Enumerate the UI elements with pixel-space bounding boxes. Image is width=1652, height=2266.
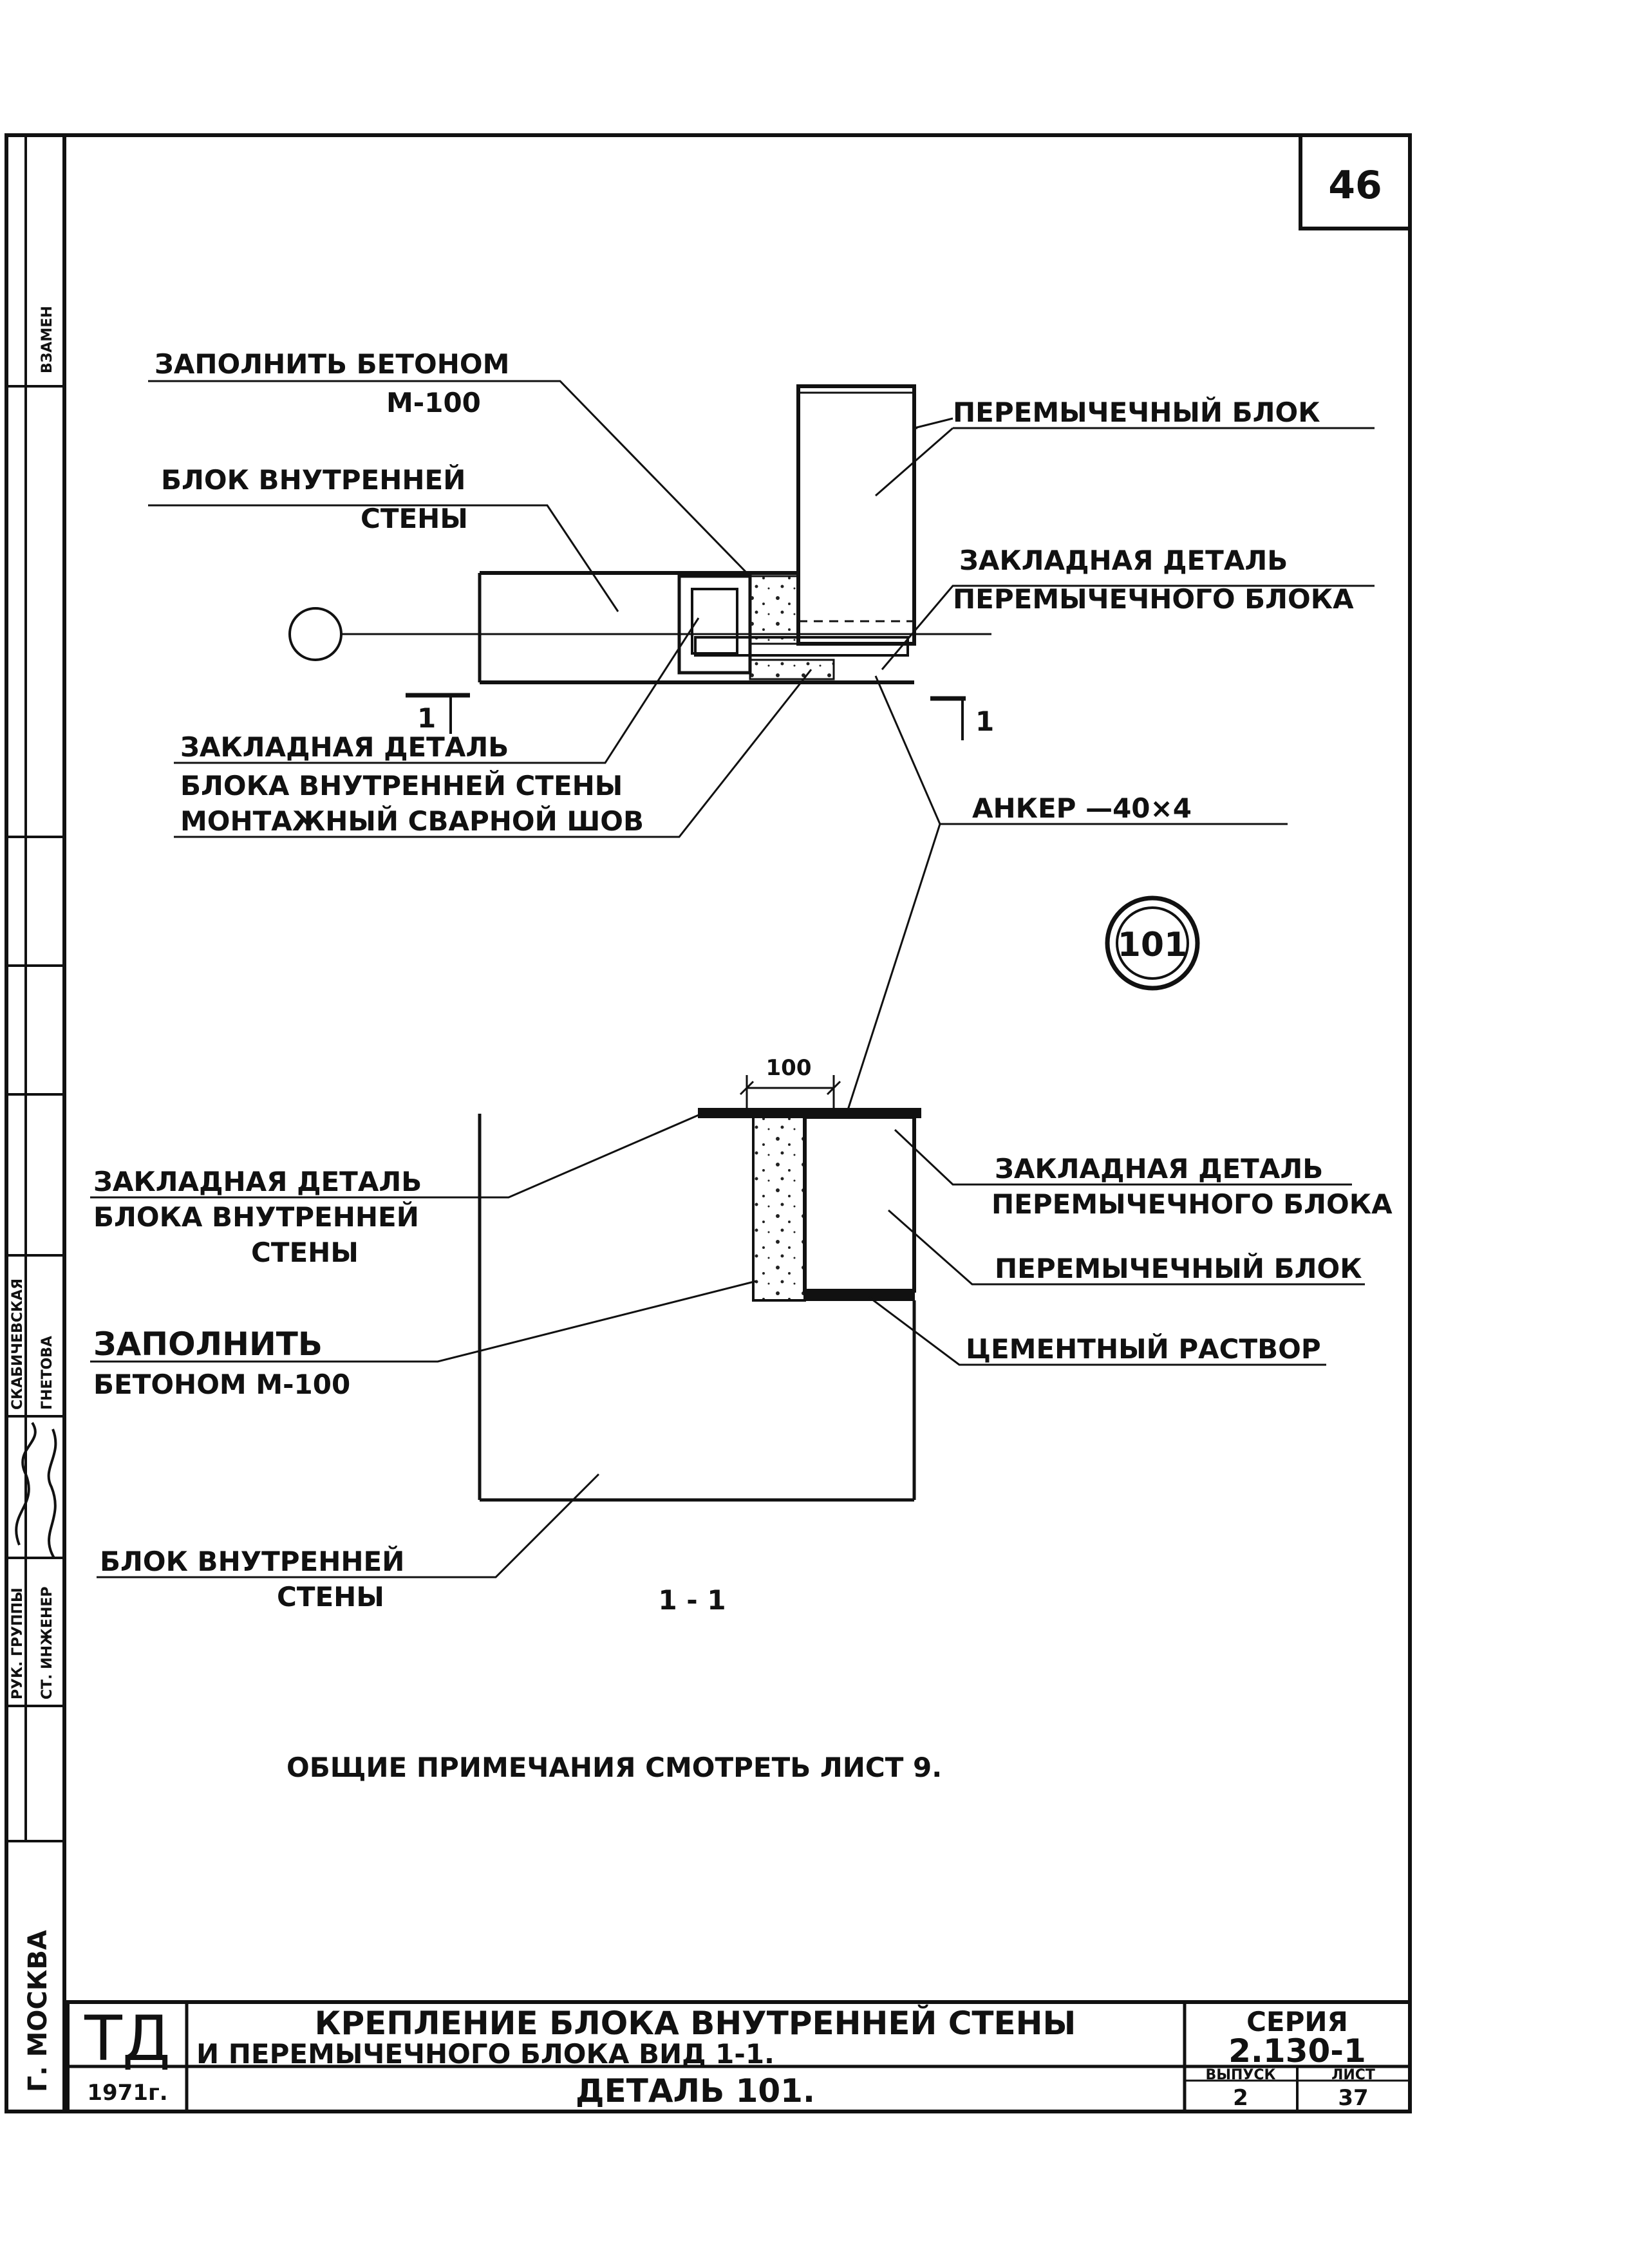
sec-lintel-embed-2: ПЕРЕМЫЧЕЧНОГО БЛОКА xyxy=(991,1188,1393,1220)
title-year: 1971г. xyxy=(87,2080,167,2106)
plan-weld-seam: МОНТАЖНЫЙ СВАРНОЙ ШОВ xyxy=(180,805,644,837)
plan-anchor: АНКЕР —40×4 xyxy=(972,792,1192,824)
sec-inner-wall-1: БЛОК ВНУТРЕННЕЙ xyxy=(100,1545,404,1577)
sheet-number: 46 xyxy=(1328,163,1382,208)
sec-inner-wall-2: СТЕНЫ xyxy=(277,1581,384,1613)
sec-fill-2: БЕТОНОМ М-100 xyxy=(93,1369,350,1400)
sheet-frame xyxy=(5,133,1412,2113)
section-mark-left: 1 xyxy=(417,702,436,734)
strip-role-2: ГНЕТОВА xyxy=(39,1336,55,1410)
sec-fill-1: ЗАПОЛНИТЬ xyxy=(93,1325,323,1363)
series-value: 2.130-1 xyxy=(1228,2032,1366,2070)
issue-label: ВЫПУСК xyxy=(1205,2067,1275,2083)
series-label: СЕРИЯ xyxy=(1246,2006,1348,2037)
plan-inner-wall-2: СТЕНЫ xyxy=(361,503,468,534)
sec-wall-embed-1: ЗАКЛАДНАЯ ДЕТАЛЬ xyxy=(93,1166,422,1197)
detail-number: 101 xyxy=(1118,926,1188,964)
section-title: 1 - 1 xyxy=(658,1584,726,1616)
title-block xyxy=(66,2000,1412,2113)
sec-lintel-embed-1: ЗАКЛАДНАЯ ДЕТАЛЬ xyxy=(995,1153,1323,1184)
sheet-label: ЛИСТ xyxy=(1331,2067,1375,2083)
sec-cement-mortar: ЦЕМЕНТНЫЙ РАСТВОР xyxy=(966,1333,1321,1365)
sec-wall-embed-3: СТЕНЫ xyxy=(251,1237,359,1268)
strip-top-label: ВЗАМЕН xyxy=(39,306,55,373)
section-mark-right: 1 xyxy=(975,706,994,737)
section-view xyxy=(478,1075,921,1502)
plan-inner-wall-1: БЛОК ВНУТРЕННЕЙ xyxy=(161,464,465,496)
sheet-number-box xyxy=(1299,133,1412,230)
signature-marks xyxy=(15,1421,57,1559)
plan-wall-embed-2: БЛОКА ВНУТРЕННЕЙ СТЕНЫ xyxy=(180,769,623,801)
sec-wall-embed-2: БЛОКА ВНУТРЕННЕЙ xyxy=(93,1201,419,1233)
plan-lintel-embed-2: ПЕРЕМЫЧЕЧНОГО БЛОКА xyxy=(953,583,1354,615)
td-logo: ТД xyxy=(84,2003,171,2075)
title-detail: ДЕТАЛЬ 101. xyxy=(576,2072,815,2110)
sec-lintel-block: ПЕРЕМЫЧЕЧНЫЙ БЛОК xyxy=(995,1252,1362,1284)
issue-value: 2 xyxy=(1233,2085,1248,2111)
general-note: ОБЩИЕ ПРИМЕЧАНИЯ СМОТРЕТЬ ЛИСТ 9. xyxy=(286,1752,942,1783)
title-line-1: КРЕПЛЕНИЕ БЛОКА ВНУТРЕННЕЙ СТЕНЫ xyxy=(315,2004,1076,2042)
left-strip xyxy=(6,385,64,1842)
section-leaders xyxy=(90,1112,1365,1578)
plan-lintel-block: ПЕРЕМЫЧЕЧНЫЙ БЛОК xyxy=(953,396,1320,428)
detail-bubble xyxy=(1105,895,1200,991)
sheet-value: 37 xyxy=(1338,2085,1368,2111)
strip-name-1: РУК. ГРУППЫ xyxy=(10,1587,26,1700)
plan-wall-embed-1: ЗАКЛАДНАЯ ДЕТАЛЬ xyxy=(180,731,509,763)
title-line-2: И ПЕРЕМЫЧЕЧНОГО БЛОКА ВИД 1-1. xyxy=(196,2038,774,2070)
strip-name-2: СТ. ИНЖЕНЕР xyxy=(39,1586,55,1700)
plan-fill-concrete-1: ЗАПОЛНИТЬ БЕТОНОМ xyxy=(155,348,509,380)
plan-view xyxy=(288,384,991,740)
plan-fill-concrete-2: М-100 xyxy=(386,387,481,418)
plan-lintel-embed-1: ЗАКЛАДНАЯ ДЕТАЛЬ xyxy=(959,545,1288,576)
strip-city: Г. МОСКВА xyxy=(23,1930,53,2092)
dim-100: 100 xyxy=(766,1055,812,1081)
anchor-leader xyxy=(845,823,941,1114)
strip-role-1: СКАБИЧЕВСКАЯ xyxy=(10,1278,26,1410)
